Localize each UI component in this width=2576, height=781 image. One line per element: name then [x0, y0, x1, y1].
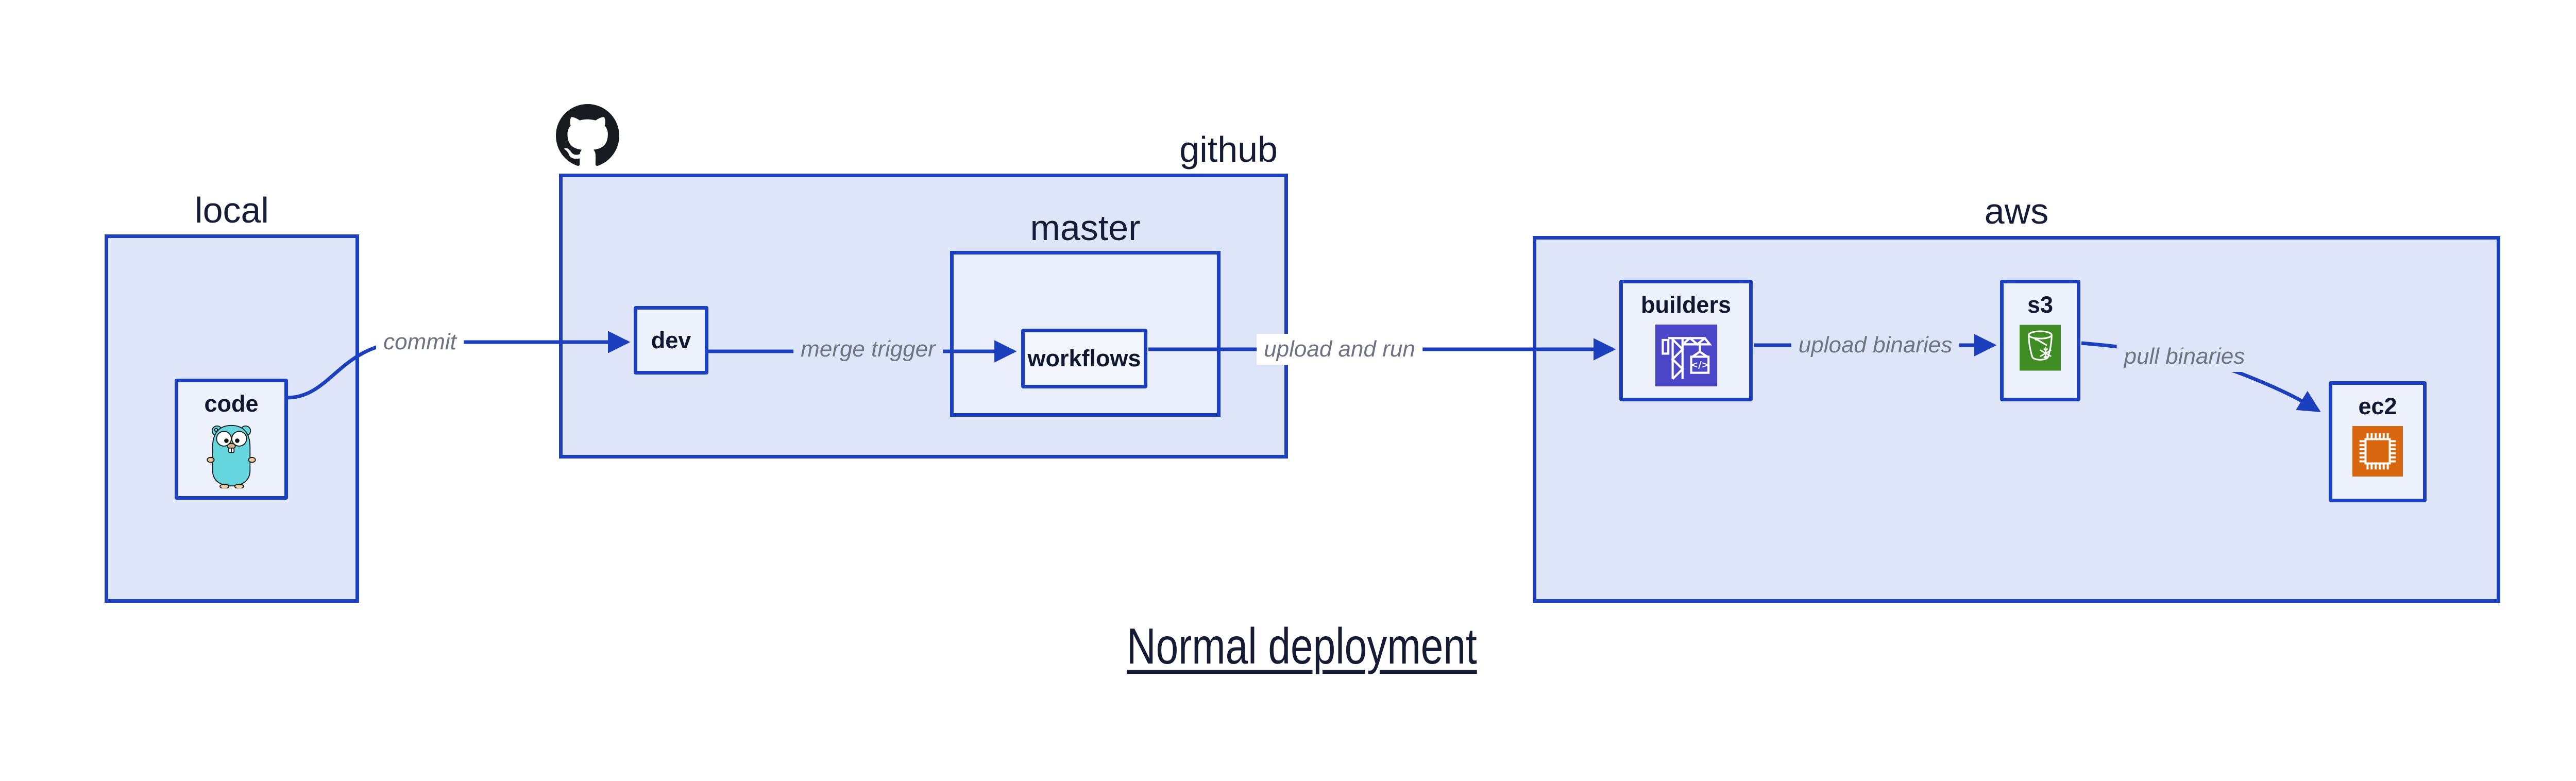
github-group-label: github	[1179, 129, 1278, 169]
node-workflows-label: workflows	[1027, 345, 1141, 371]
node-dev: dev	[634, 306, 708, 375]
edge-label-pull-binaries: pull binaries	[2116, 341, 2252, 372]
aws-s3-glacier-bucket-icon	[2020, 325, 2061, 371]
node-s3: s3	[2000, 280, 2080, 401]
svg-text:</>: </>	[1690, 360, 1709, 370]
node-ec2: ec2	[2329, 381, 2427, 502]
node-dev-label: dev	[651, 327, 691, 353]
edge-label-upload-and-run: upload and run	[1257, 334, 1422, 365]
edge-label-commit: commit	[376, 327, 464, 358]
diagram-title: Normal deployment	[0, 617, 2576, 675]
aws-group-label: aws	[1984, 191, 2049, 231]
node-ec2-label: ec2	[2358, 393, 2397, 419]
node-builders: builders </>	[1619, 280, 1753, 401]
diagram-title-text: Normal deployment	[1127, 618, 1477, 674]
master-group-label: master	[1030, 208, 1141, 248]
go-gopher-icon	[207, 425, 256, 488]
edge-label-merge-trigger: merge trigger	[793, 334, 943, 365]
node-workflows: workflows	[1021, 329, 1147, 388]
local-group-label: local	[195, 190, 269, 230]
node-s3-label: s3	[2027, 292, 2054, 318]
edge-label-upload-binaries: upload binaries	[1791, 330, 1960, 361]
node-builders-label: builders	[1640, 292, 1732, 318]
aws-ec2-chip-icon	[2352, 426, 2403, 477]
aws-codebuild-crane-icon: </>	[1655, 325, 1717, 386]
node-code: code	[175, 379, 288, 500]
node-code-label: code	[204, 390, 259, 417]
github-octocat-icon	[556, 104, 619, 166]
